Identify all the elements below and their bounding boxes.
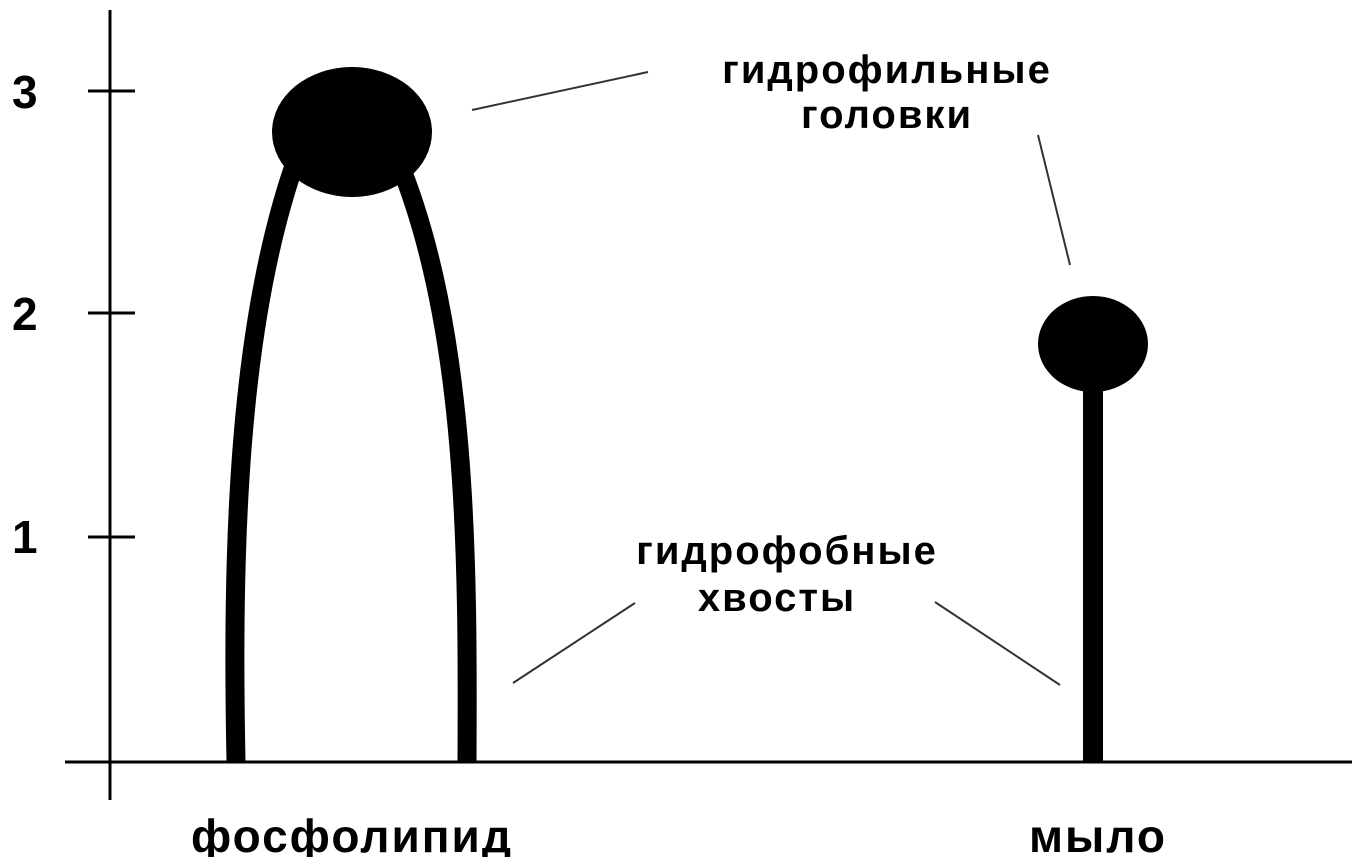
phospholipid-right-tail [398,160,467,762]
phospholipid-head [272,67,432,197]
phospholipid-molecule [235,67,467,762]
label-hydrophobic-tails-line2: хвосты [698,576,856,620]
y-tick-label-2: 2 [12,288,38,340]
y-tick-label-1: 1 [12,511,38,563]
leader-heads-soap [1038,135,1070,265]
y-tick-label-3: 3 [12,66,38,118]
phospholipid-left-tail [235,160,296,762]
leader-heads-phospholipid [472,72,648,110]
soap-molecule [1038,296,1148,762]
label-phospholipid: фосфолипид [191,810,513,857]
leader-tails-soap [935,602,1060,685]
soap-head [1038,296,1148,392]
label-hydrophilic-heads-line2: головки [801,93,973,137]
label-hydrophobic-tails-line1: гидрофобные [636,529,938,573]
leader-tails-phospholipid [513,603,635,683]
label-soap: мыло [1029,810,1167,857]
label-hydrophilic-heads-line1: гидрофильные [722,48,1052,92]
